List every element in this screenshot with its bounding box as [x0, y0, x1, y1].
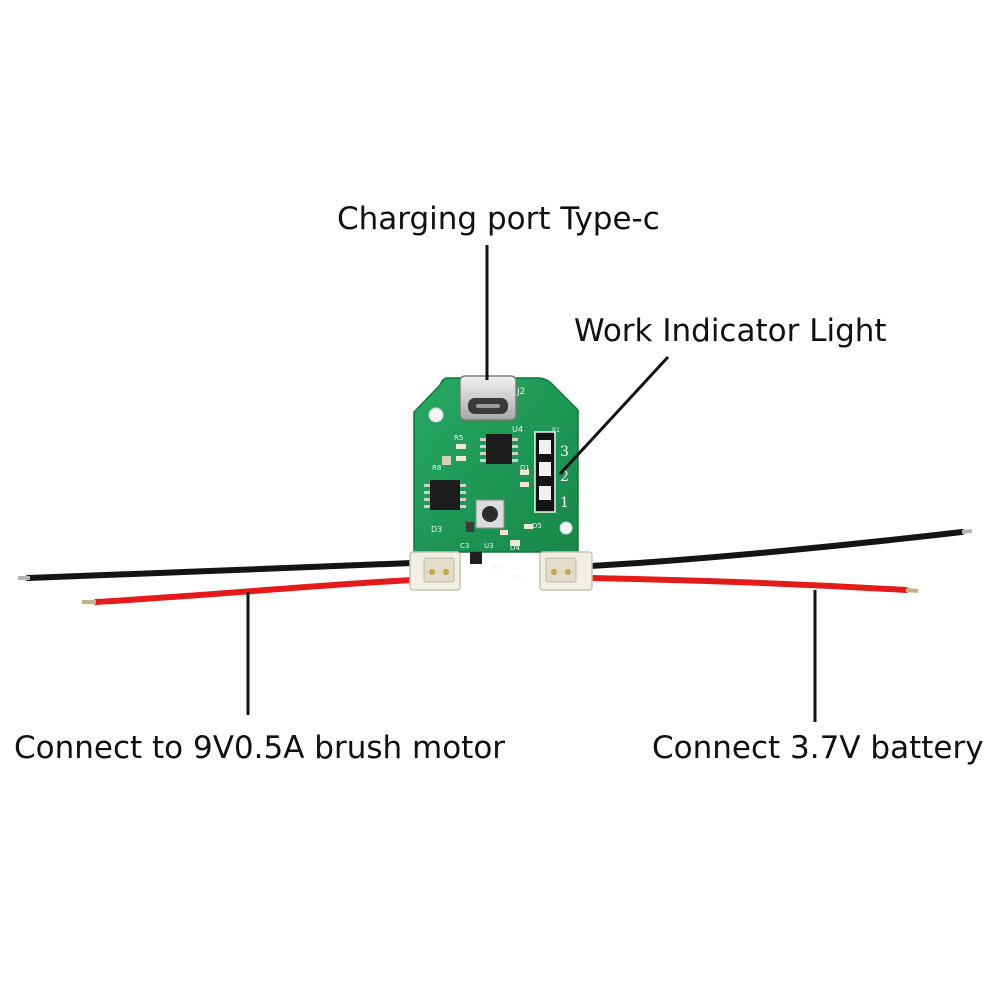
led-number-3: 3: [560, 444, 569, 460]
battery-black-wire: [587, 529, 965, 569]
silk-j2: J2: [516, 387, 525, 397]
leader-indicator-light: [558, 355, 670, 476]
silk-d4: D4: [510, 544, 520, 552]
silk-r1: R1: [552, 427, 560, 434]
silk-r5: R5: [454, 434, 463, 442]
battery-wires: [587, 529, 973, 593]
battery-red-wire: [587, 575, 909, 593]
chip-u4: [480, 434, 518, 464]
indicator-led-bar: [534, 431, 556, 513]
silk-r8: R8: [432, 464, 441, 472]
motor-wires: [18, 560, 415, 605]
tact-switch: [475, 499, 505, 529]
silk-r4: R4: [492, 564, 502, 572]
mounting-hole-right: [559, 521, 573, 535]
label-work-indicator-light: Work Indicator Light: [574, 313, 887, 349]
mounting-hole-left: [428, 407, 444, 423]
battery-connector: [539, 551, 593, 591]
silk-u4: U4: [512, 425, 523, 434]
pcb-board: J2 U4: [413, 375, 579, 582]
silk-d5: D5: [532, 522, 542, 530]
led-number-1: 1: [560, 495, 569, 511]
usb-c-port: [459, 375, 517, 421]
silk-r3: R3: [512, 574, 521, 582]
motor-red-wire: [93, 577, 415, 605]
silk-d3: D3: [431, 525, 442, 534]
chip-driver: [424, 480, 466, 510]
silk-c3: C3: [460, 542, 469, 550]
leader-lines: [246, 245, 817, 722]
label-charging-port: Charging port Type-c: [337, 201, 660, 237]
label-battery-connection: Connect 3.7V battery: [652, 730, 984, 766]
motor-connector: [409, 551, 461, 591]
led-number-2: 2: [560, 469, 569, 485]
silk-d1: D1: [520, 464, 530, 472]
silk-u3: U3: [484, 542, 494, 550]
motor-black-wire: [25, 560, 415, 581]
smd-components: [442, 444, 533, 564]
label-motor-connection: Connect to 9V0.5A brush motor: [14, 730, 506, 766]
